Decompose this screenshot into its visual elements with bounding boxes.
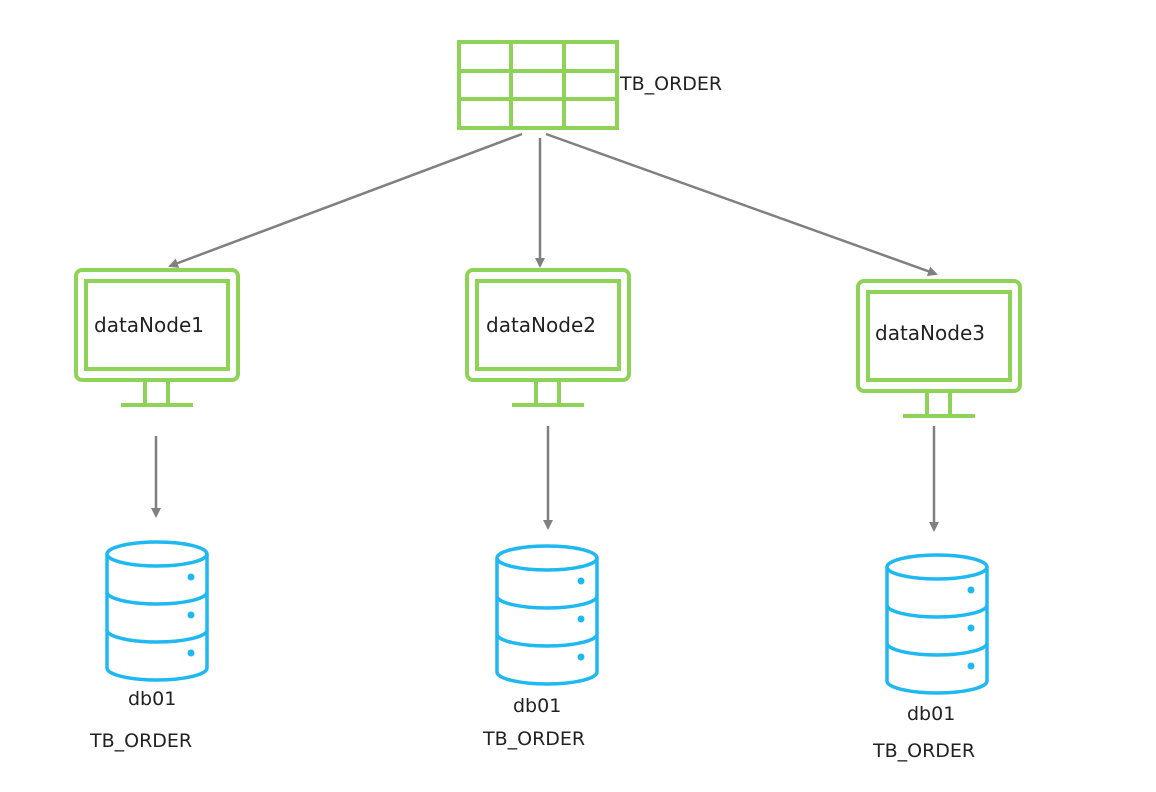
db-indicator-dot [187, 611, 195, 619]
db-divider [105, 629, 209, 644]
datanode1-label: dataNode1 [94, 313, 204, 337]
db-indicator-dot [967, 624, 975, 632]
arrow-to-datanode3 [545, 132, 938, 277]
db-top [885, 553, 989, 581]
db3-name: db01 [907, 703, 956, 725]
db-divider [495, 633, 599, 648]
db-indicator-dot [577, 615, 585, 623]
db-indicator-dot [577, 577, 585, 585]
monitor-icon [856, 279, 1022, 418]
db-indicator-dot [187, 573, 195, 581]
db-top [495, 544, 599, 572]
datanode3-label: dataNode3 [875, 321, 985, 345]
monitor-icon [74, 268, 240, 407]
database-icon [495, 544, 599, 686]
db-body [495, 558, 599, 686]
node-to-db-arrows [151, 426, 939, 532]
db-indicator-dot [967, 662, 975, 670]
db1-table: TB_ORDER [90, 730, 193, 752]
db-body [105, 554, 209, 682]
db-divider [885, 604, 989, 619]
db1-name: db01 [128, 688, 177, 710]
db-indicator-dot [187, 649, 195, 657]
arrow-to-datanode1 [168, 132, 523, 268]
db3-table: TB_ORDER [873, 740, 976, 762]
db-divider [885, 642, 989, 657]
table-icon [457, 40, 619, 130]
db-body [885, 567, 989, 695]
db-top [105, 540, 209, 568]
db2-table: TB_ORDER [483, 728, 586, 750]
table-label: TB_ORDER [620, 73, 723, 95]
db-divider [495, 595, 599, 610]
database-icon [885, 553, 989, 695]
db-indicator-dot [967, 586, 975, 594]
database-icon [105, 540, 209, 682]
db2-name: db01 [513, 695, 562, 717]
datanode2-label: dataNode2 [486, 313, 596, 337]
table-to-node-arrows [168, 132, 938, 277]
db-divider [105, 591, 209, 606]
db-indicator-dot [577, 653, 585, 661]
monitor-icon [465, 268, 631, 407]
